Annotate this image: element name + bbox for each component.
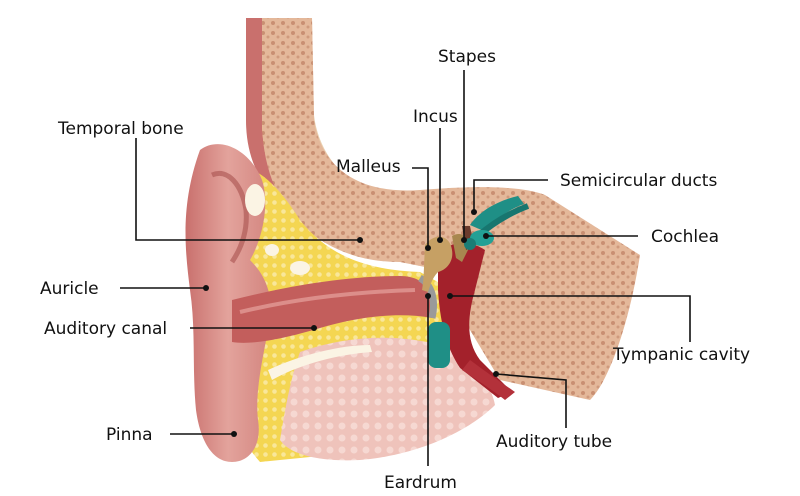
auditory-tube-shape [462,360,515,400]
leader-semicircular-ducts [473,179,548,212]
leader-dot-temporal-bone [357,237,363,243]
leader-dot-auricle [203,285,209,291]
tympanic-cavity-shape [438,243,512,398]
label-auricle: Auricle [40,279,99,299]
label-cochlea: Cochlea [651,227,719,247]
leader-temporal-bone [135,138,360,241]
bone-hole-2 [265,244,279,256]
leader-dot-stapes [461,237,467,243]
leader-dot-semicircular-ducts [471,209,477,215]
leader-dot-malleus [425,245,431,251]
leader-dot-eardrum [425,293,431,299]
label-semicircular-ducts: Semicircular ducts [560,171,717,191]
leader-dot-tympanic-cavity [447,293,453,299]
eardrum-shape [417,274,437,319]
label-eardrum: Eardrum [384,473,457,493]
leader-dot-auditory-tube [493,371,499,377]
malleus-shape [422,236,453,292]
leader-dot-pinna [231,431,237,437]
leader-dot-incus [437,237,443,243]
label-auditory-tube: Auditory tube [496,432,612,452]
label-auditory-canal: Auditory canal [44,319,167,339]
label-stapes: Stapes [438,47,496,67]
lower-tissue [280,337,495,461]
label-malleus: Malleus [336,157,401,177]
auricle-fold [211,171,249,264]
label-incus: Incus [413,107,458,127]
cochlea-inner [464,238,476,250]
leader-malleus [412,167,429,248]
label-temporal-bone: Temporal bone [57,119,184,139]
scalp-skin [246,18,290,200]
label-pinna: Pinna [106,425,153,445]
auditory-canal-highlight [239,288,416,314]
leader-tympanic-cavity [450,295,691,342]
auricle-shape [185,144,271,463]
bone-hole-4 [268,345,372,380]
leader-auditory-tube [495,373,567,428]
auditory-tube-cylinder [428,322,450,368]
bone-hole-3 [290,261,310,275]
temporal-bone-shape [262,18,640,400]
leader-dot-cochlea [483,233,489,239]
leader-dot-auditory-canal [311,325,317,331]
label-tympanic-cavity: Tympanic cavity [612,345,750,365]
bone-hole-1 [245,184,265,216]
semicircular-ducts-shape [470,196,524,232]
